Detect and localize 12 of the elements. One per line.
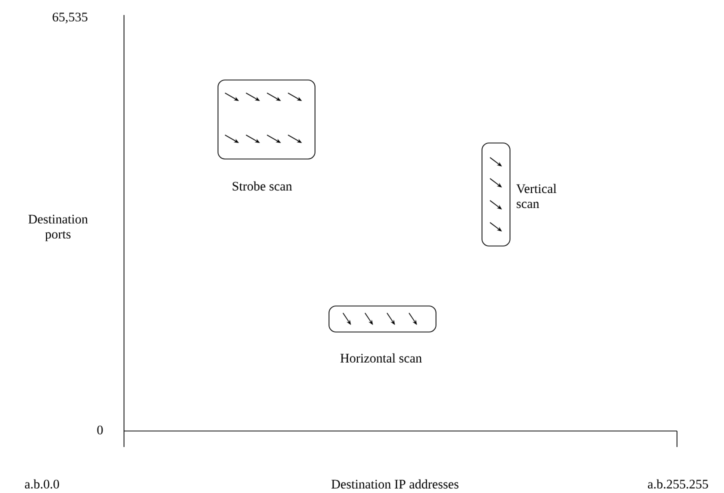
axis-label: 65,535 bbox=[52, 12, 88, 24]
axis-label: 0 bbox=[97, 426, 103, 434]
axis-label: Destination IP addresses bbox=[331, 479, 458, 489]
scan-caption: Vertical scan bbox=[516, 184, 556, 208]
scan-caption: Horizontal scan bbox=[340, 353, 422, 363]
scan-box bbox=[218, 80, 316, 160]
scan-caption: Strobe scan bbox=[232, 181, 292, 191]
axis-label: a.b.0.0 bbox=[24, 479, 60, 489]
scan-box bbox=[328, 306, 436, 332]
scan-box bbox=[482, 142, 510, 246]
axis-label: Destination ports bbox=[28, 214, 88, 242]
axis-label: a.b.255.255 bbox=[648, 479, 708, 489]
